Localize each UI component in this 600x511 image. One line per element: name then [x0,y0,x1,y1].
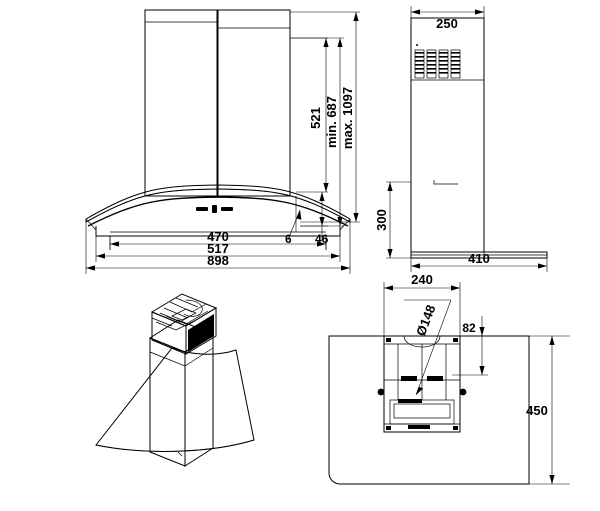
plan-view: 240 Ø148 82 450 [328,272,570,485]
side-elevation-view: 250 300 410 [374,6,548,272]
dimension-6: 6 [285,196,302,246]
front-control-panel [196,205,233,213]
dimension-250: 250 [410,6,485,31]
front-chimney-outer [144,9,218,197]
iso-canopy [95,347,255,452]
dimension-min-687-label: min. 687 [324,96,339,148]
dimension-250-label: 250 [436,16,458,31]
dimension-517: 517 [95,236,341,262]
dimension-min-687: min. 687 [290,37,344,227]
isometric-view [95,293,255,467]
dimension-450-label: 450 [526,403,548,418]
plan-canopy [328,335,530,485]
plan-hood-body [377,335,467,433]
dimension-max-1097: max. 1097 [290,11,360,223]
dimension-470: 470 [109,229,327,250]
dimension-240-label: 240 [411,272,433,287]
dimension-517-label: 517 [207,241,229,256]
dimension-300: 300 [374,181,411,259]
dimension-82: 82 [452,316,488,376]
dimension-46-label: 46 [315,232,329,246]
front-elevation-view: 470 517 898 6 [85,9,360,274]
dimension-300-label: 300 [374,209,389,231]
dimension-duct-diameter-label: Ø148 [413,303,438,338]
dimension-470-label: 470 [207,229,229,244]
dimension-521: 521 [290,37,329,192]
dimension-max-1097-label: max. 1097 [340,87,355,149]
dimension-898: 898 [85,222,351,274]
dimension-898-label: 898 [207,253,229,268]
dimension-46: 46 [296,191,329,246]
dimension-410-label: 410 [468,251,490,266]
side-ventilation-slots [414,44,461,79]
dimension-240: 240 [383,272,461,336]
front-glass-canopy [85,184,351,237]
dimension-521-label: 521 [308,107,323,129]
side-bracket [433,180,458,185]
dimension-82-label: 82 [462,321,476,335]
dimension-450: 450 [526,335,570,485]
dimension-6-label: 6 [285,232,292,246]
iso-motor-assembly [150,293,218,355]
front-chimney-inner [217,9,291,197]
dimension-410: 410 [410,251,548,272]
